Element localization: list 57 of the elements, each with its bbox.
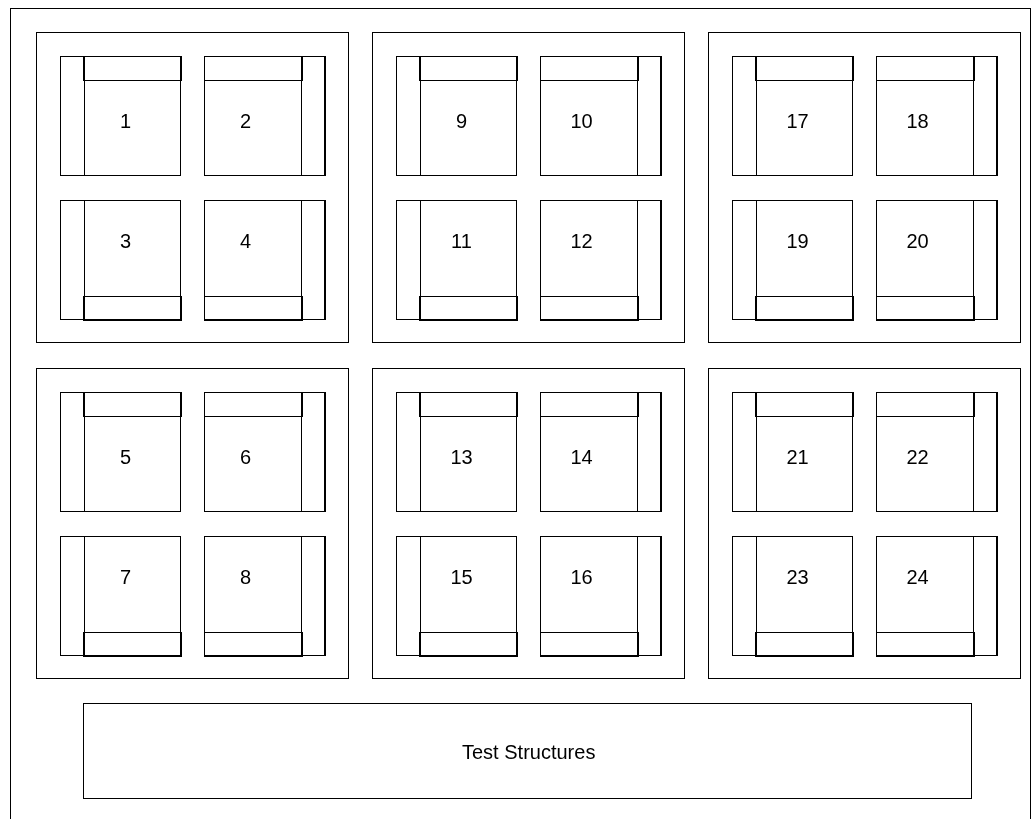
die-number: 7 (120, 565, 132, 589)
die-square (60, 536, 181, 656)
die-square (60, 56, 181, 176)
die-square (540, 536, 661, 656)
box-label: Test Structures (462, 740, 596, 764)
die-square (60, 200, 181, 320)
die-group-frame (708, 32, 1021, 343)
die-number: 17 (786, 109, 809, 133)
die-number: 2 (240, 109, 252, 133)
die-square (876, 392, 997, 512)
die-square (732, 536, 853, 656)
die-square (876, 56, 997, 176)
die-group-frame (36, 368, 349, 679)
die-number: 24 (906, 565, 929, 589)
die-number: 14 (570, 445, 593, 469)
die-square (204, 56, 325, 176)
die-square (396, 56, 517, 176)
die-number: 19 (786, 229, 809, 253)
die-number: 22 (906, 445, 929, 469)
test-structures-box (83, 703, 972, 799)
die-square (396, 392, 517, 512)
die-number: 16 (570, 565, 593, 589)
die-group-frame (708, 368, 1021, 679)
die-number: 1 (120, 109, 132, 133)
die-number: 9 (456, 109, 468, 133)
die-number: 12 (570, 229, 593, 253)
die-square (732, 392, 853, 512)
die-square (876, 536, 997, 656)
die-number: 11 (451, 229, 472, 253)
die-square (732, 200, 853, 320)
die-square (732, 56, 853, 176)
die-group-frame (372, 32, 685, 343)
die-number: 20 (906, 229, 929, 253)
die-group-frame (372, 368, 685, 679)
die-square (204, 392, 325, 512)
die-number: 10 (570, 109, 593, 133)
die-number: 15 (450, 565, 473, 589)
die-square (396, 200, 517, 320)
die-square (876, 200, 997, 320)
die-square (540, 200, 661, 320)
die-square (60, 392, 181, 512)
chip-frame (10, 8, 1031, 819)
die-number: 8 (240, 565, 252, 589)
die-square (204, 536, 325, 656)
die-number: 4 (240, 229, 252, 253)
die-number: 3 (120, 229, 132, 253)
die-number: 5 (120, 445, 132, 469)
die-square (540, 56, 661, 176)
die-number: 18 (906, 109, 929, 133)
die-group-frame (36, 32, 349, 343)
die-number: 21 (786, 445, 809, 469)
die-number: 6 (240, 445, 252, 469)
die-square (396, 536, 517, 656)
die-number: 23 (786, 565, 809, 589)
die-number: 13 (450, 445, 473, 469)
die-square (540, 392, 661, 512)
die-square (204, 200, 325, 320)
